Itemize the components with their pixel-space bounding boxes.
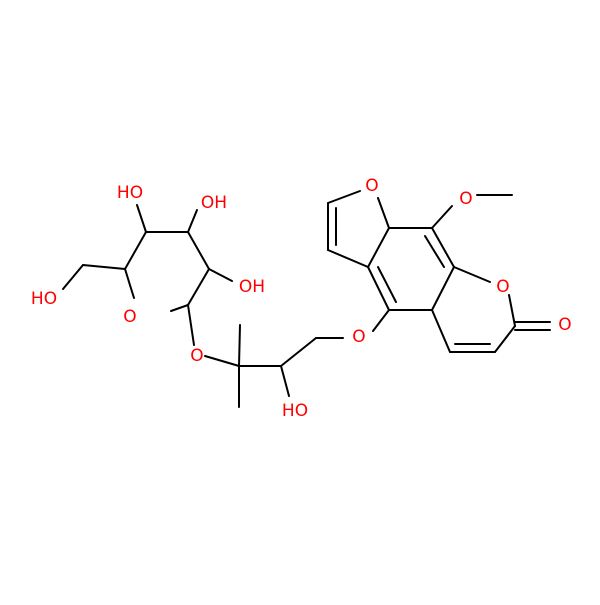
label-ho-c4: HO [117,183,143,203]
bond [170,304,189,312]
bond [187,231,210,270]
bond [372,309,390,332]
bond [124,231,147,270]
bond [280,337,317,367]
label-o-glycosidic: O [190,346,203,366]
label-o-carbonyl: O [558,315,571,335]
bond [62,264,84,290]
label-oh-c2: OH [239,277,265,297]
atom-labels: HO OH OH HO O O HO O O O O O [31,176,572,421]
bond [187,304,195,346]
label-o-methoxy: O [459,189,472,209]
bond [327,190,361,204]
bond [431,266,455,311]
bond [377,266,397,303]
bond [453,266,491,283]
label-ho-ch2oh: HO [31,289,57,309]
label-o-sugar-ring: O [123,307,136,327]
bond [208,268,233,282]
bond [424,235,445,268]
bond [280,365,290,397]
label-o-furan: O [365,176,378,196]
bond [431,205,453,229]
label-oh-c3: OH [201,193,227,213]
bond [367,227,390,268]
bond [136,204,147,233]
label-o-ether: O [352,327,365,347]
bond [82,264,126,270]
label-ho-chain: HO [282,401,308,421]
bond [187,209,198,233]
bond [431,227,455,268]
bond [377,197,390,229]
bond [204,355,240,367]
bond [238,324,241,367]
bond [187,268,210,306]
bond [508,294,516,327]
bond [494,325,516,353]
bond [431,309,451,353]
bond [327,249,369,268]
bond [367,266,390,311]
label-o-lactone: O [496,277,509,297]
bond [124,268,135,299]
bonds [62,190,551,408]
